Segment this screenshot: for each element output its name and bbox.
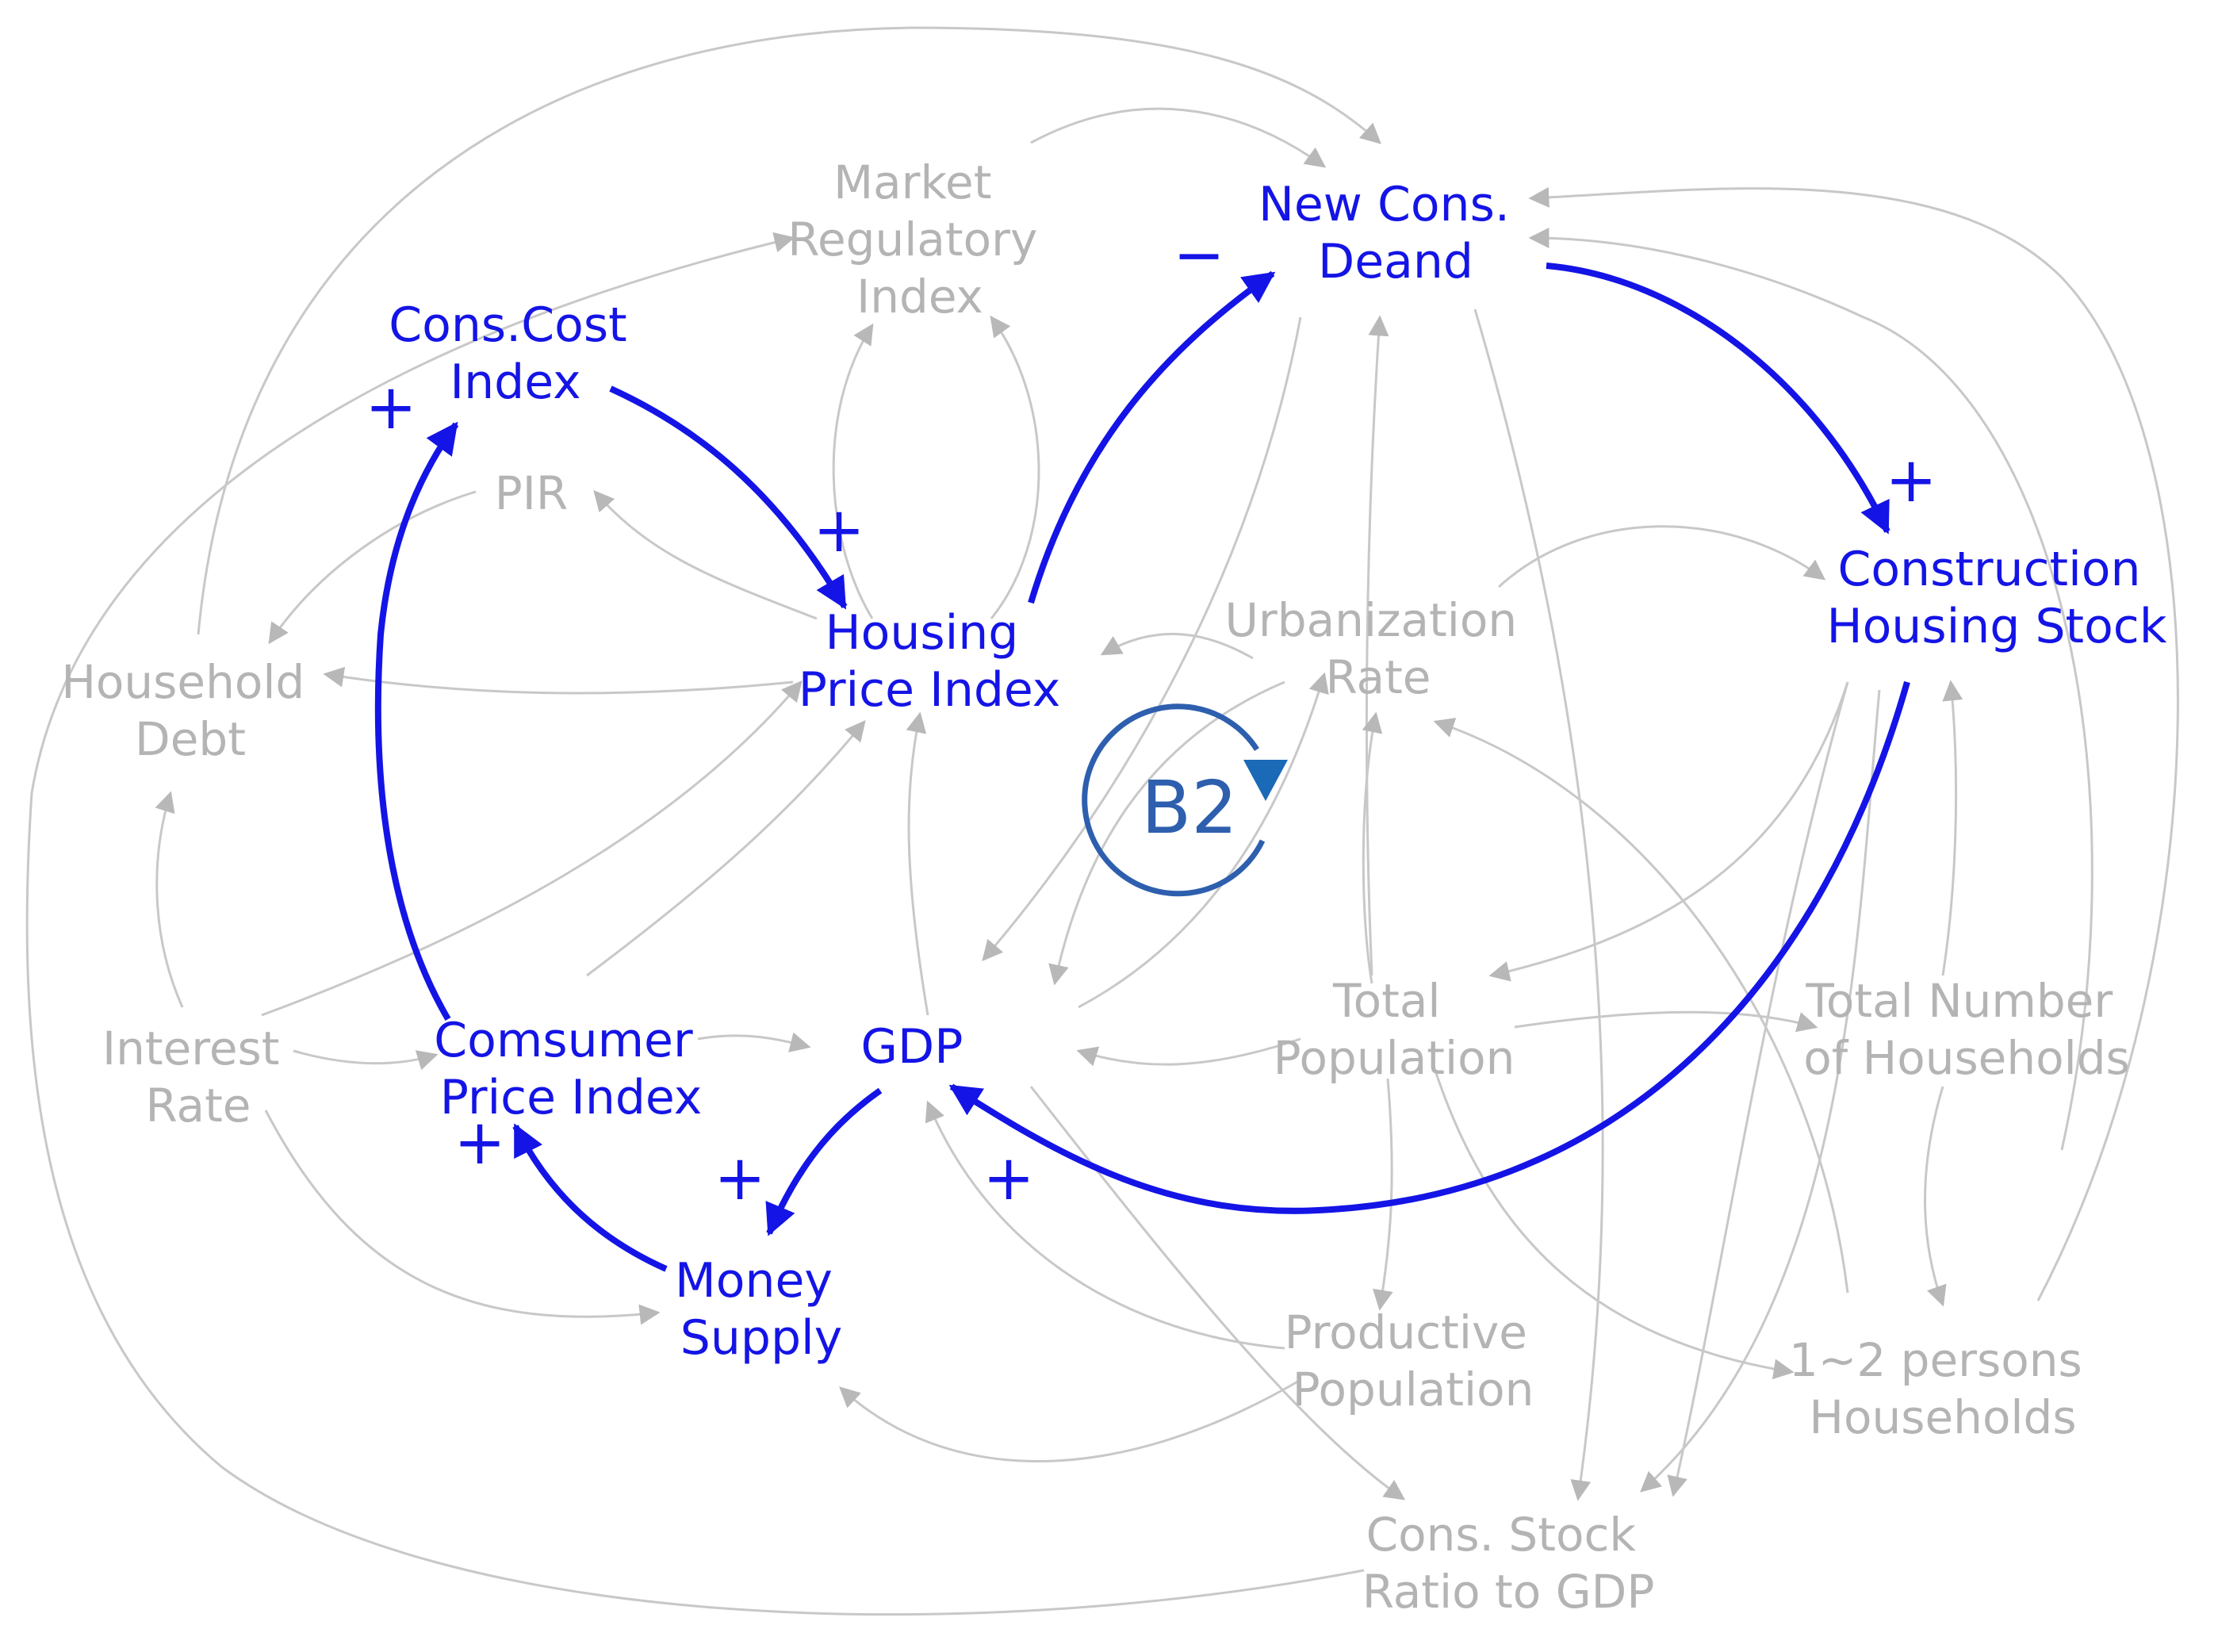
link-hpi-to-pir bbox=[593, 490, 818, 620]
link-households-to-small bbox=[1924, 1086, 1947, 1307]
polarity-gdp: + bbox=[983, 1143, 1034, 1214]
link-households-to-stock bbox=[1941, 680, 1963, 976]
loop-circle-icon bbox=[1082, 703, 1266, 897]
link-pop-to-demand bbox=[1365, 315, 1389, 976]
link-urban-to-hpi bbox=[1100, 632, 1254, 660]
link-gdp-to-money bbox=[765, 1087, 883, 1236]
node-pir: PIR bbox=[495, 466, 568, 520]
link-outer-ring-left bbox=[25, 232, 1365, 1616]
polarity-cpi: + bbox=[454, 1107, 505, 1179]
link-demand-to-gdp bbox=[982, 316, 1302, 961]
link-pop-to-urban bbox=[1362, 711, 1383, 984]
node-consumer-price-index: Comsumer Price Index bbox=[434, 1013, 707, 1125]
link-right-inner bbox=[1528, 228, 2094, 1151]
polarity-money: + bbox=[714, 1143, 765, 1214]
link-cost-to-hpi bbox=[609, 385, 848, 610]
link-hpi-to-debt bbox=[323, 666, 794, 695]
link-market-loop-left bbox=[832, 323, 874, 619]
link-gdp-to-ratio bbox=[1029, 1086, 1406, 1501]
link-interest-to-hpi bbox=[261, 680, 803, 1017]
link-outer-ring-right bbox=[1528, 186, 2179, 1301]
link-interest-to-cpi bbox=[293, 1049, 439, 1071]
link-market-loop-right bbox=[990, 315, 1040, 619]
link-cpi-to-cost bbox=[374, 421, 459, 1021]
node-new-cons-demand: New Cons. Deand bbox=[1258, 177, 1525, 289]
polarity-demand: − bbox=[1173, 220, 1224, 291]
loop-label: B2 bbox=[1141, 765, 1238, 850]
link-interest-to-money bbox=[264, 1110, 661, 1325]
polarity-signs: − + + + + + + bbox=[365, 220, 1936, 1214]
loop-nodes: New Cons. Deand Cons.Cost Index Housing … bbox=[389, 177, 2166, 1366]
node-cons-stock-ratio: Cons. Stock Ratio to GDP bbox=[1362, 1508, 1655, 1619]
polarity-price: + bbox=[813, 495, 864, 566]
link-market-to-demand bbox=[1030, 107, 1327, 168]
link-cpi-to-hpi bbox=[586, 719, 866, 977]
link-stock-to-gdp bbox=[948, 680, 1910, 1214]
node-housing-price-index: Housing Price Index bbox=[799, 605, 1061, 718]
link-outer-ring-top bbox=[197, 26, 1381, 635]
node-urbanization-rate: Urbanization Rate bbox=[1224, 593, 1531, 704]
node-small-households: 1~2 persons Households bbox=[1789, 1333, 2097, 1444]
inactive-links bbox=[25, 26, 2179, 1616]
loop-arrowhead-icon bbox=[1243, 760, 1288, 801]
link-pop-to-productive bbox=[1373, 1078, 1393, 1311]
link-gdp-to-hpi bbox=[906, 711, 929, 1016]
link-interest-to-debt bbox=[155, 791, 184, 1008]
link-money-to-cpi bbox=[512, 1123, 668, 1272]
node-construction-housing-stock: Construction Housing Stock bbox=[1826, 542, 2166, 654]
loop-links bbox=[374, 263, 1910, 1272]
node-interest-rate: Interest Rate bbox=[102, 1021, 294, 1133]
node-gdp: GDP bbox=[861, 1019, 963, 1075]
inactive-nodes: Market Regulatory Index PIR Urbanization… bbox=[61, 155, 2129, 1619]
link-pop-to-small bbox=[1434, 1070, 1795, 1380]
link-stock-to-ratio-a bbox=[1667, 681, 1849, 1497]
link-small-to-urban bbox=[1433, 718, 1849, 1294]
loop-indicator-b2: B2 bbox=[1082, 703, 1288, 897]
link-pop-to-gdp bbox=[1076, 1037, 1301, 1067]
link-demand-to-ratio bbox=[1473, 309, 1604, 1501]
polarity-cost: + bbox=[365, 372, 416, 443]
polarity-stock: + bbox=[1885, 445, 1936, 516]
link-stock-to-pop bbox=[1488, 681, 1849, 982]
node-money-supply: Money Supply bbox=[675, 1253, 848, 1366]
node-productive-population: Productive Population bbox=[1285, 1305, 1542, 1416]
node-household-debt: Household Debt bbox=[61, 655, 319, 766]
link-productive-to-gdp bbox=[925, 1100, 1285, 1350]
node-total-number-households: Total Number of Households bbox=[1803, 974, 2130, 1085]
link-pop-to-households bbox=[1514, 1010, 1818, 1033]
link-demand-to-stock bbox=[1546, 263, 1890, 535]
link-stock-to-ratio-b bbox=[1640, 689, 1881, 1493]
link-pir-to-debt bbox=[268, 490, 477, 645]
link-productive-to-money bbox=[839, 1378, 1301, 1462]
link-urban-to-gdp bbox=[1048, 680, 1285, 986]
link-cpi-to-gdp bbox=[697, 1032, 811, 1052]
node-total-population: Total Population bbox=[1274, 974, 1515, 1085]
node-cons-cost-index: Cons.Cost Index bbox=[389, 297, 642, 410]
node-market-regulatory-index: Market Regulatory Index bbox=[787, 155, 1052, 324]
link-urban-to-stock bbox=[1497, 525, 1826, 588]
link-hpi-to-demand bbox=[1028, 270, 1276, 604]
